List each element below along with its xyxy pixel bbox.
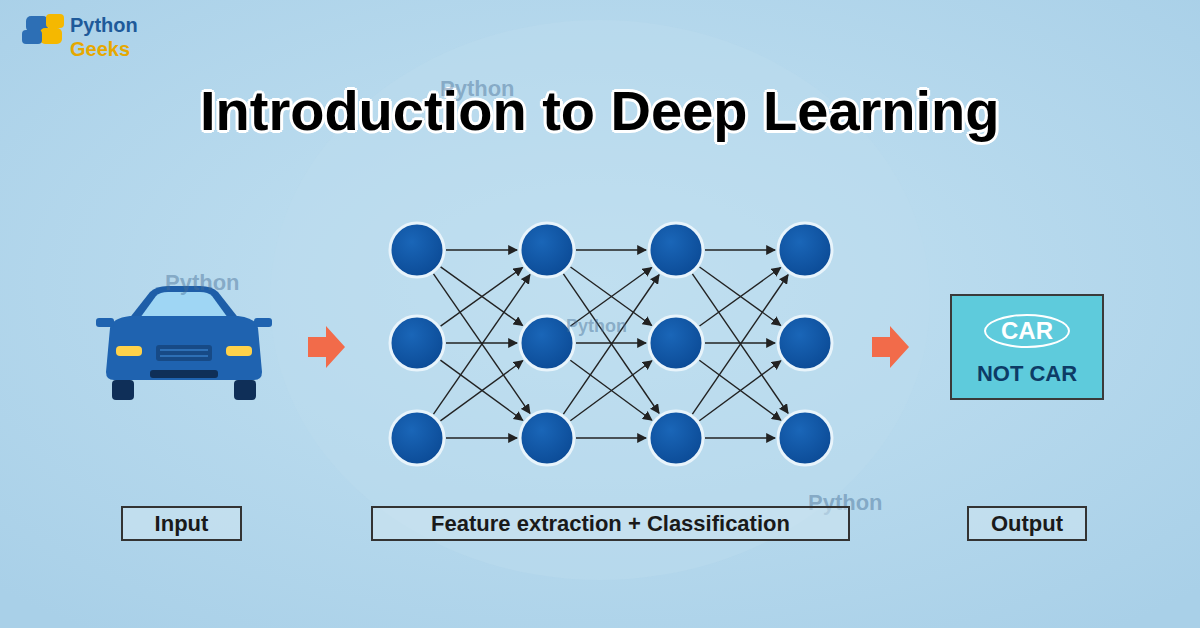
network-link (692, 275, 788, 414)
output-panel: NOT CAR CAR (950, 294, 1104, 400)
node-text: CAR (1001, 317, 1053, 345)
neuron (520, 223, 574, 277)
neuron (778, 411, 832, 465)
stage-label-box: Output (967, 506, 1087, 541)
network-link (446, 437, 517, 438)
node-text: NOT CAR (977, 361, 1077, 386)
logo-text: Python (70, 14, 138, 37)
network-link (446, 342, 517, 343)
network-link (700, 268, 781, 326)
network-link (570, 361, 651, 421)
neuron (390, 411, 444, 465)
network-link (446, 249, 517, 250)
network-link (705, 249, 775, 250)
logo-text: Geeks (70, 38, 130, 61)
neuron (649, 411, 703, 465)
class-ellipse: CAR (984, 314, 1070, 348)
network-link (705, 437, 775, 438)
node-text: Output (991, 511, 1063, 536)
network-link (570, 360, 651, 420)
network-link (699, 361, 780, 421)
network-link (563, 275, 659, 414)
neuron (649, 223, 703, 277)
network-link (563, 274, 659, 413)
neuron (778, 316, 832, 370)
diagram-title: Introduction to Deep Learning (200, 78, 1000, 143)
flow-arrow (872, 326, 909, 368)
network-link (699, 360, 780, 420)
network-link (576, 342, 646, 343)
watermark: Python (165, 270, 240, 296)
network-link (433, 275, 529, 414)
neuron (778, 223, 832, 277)
stage-label-box: Feature extraction + Classification (371, 506, 850, 541)
neuron (390, 223, 444, 277)
neuron (649, 316, 703, 370)
neuron (520, 411, 574, 465)
stage-label-box: Input (121, 506, 242, 541)
node-text: Feature extraction + Classification (431, 511, 790, 536)
logo-icon (22, 14, 64, 44)
network-link (692, 274, 788, 413)
watermark: Python (566, 316, 627, 337)
node-text: Input (155, 511, 209, 536)
network-link (441, 267, 523, 326)
network-link (433, 274, 529, 413)
network-link (440, 361, 522, 421)
network-link (576, 249, 646, 250)
network-link (705, 342, 775, 343)
network-link (440, 360, 522, 420)
network-link (441, 267, 523, 326)
flow-arrow (308, 326, 345, 368)
network-link (576, 437, 646, 438)
car-illustration (96, 286, 272, 400)
watermark: Python (440, 76, 515, 102)
neuron (520, 316, 574, 370)
neuron (390, 316, 444, 370)
network-link (700, 267, 781, 325)
